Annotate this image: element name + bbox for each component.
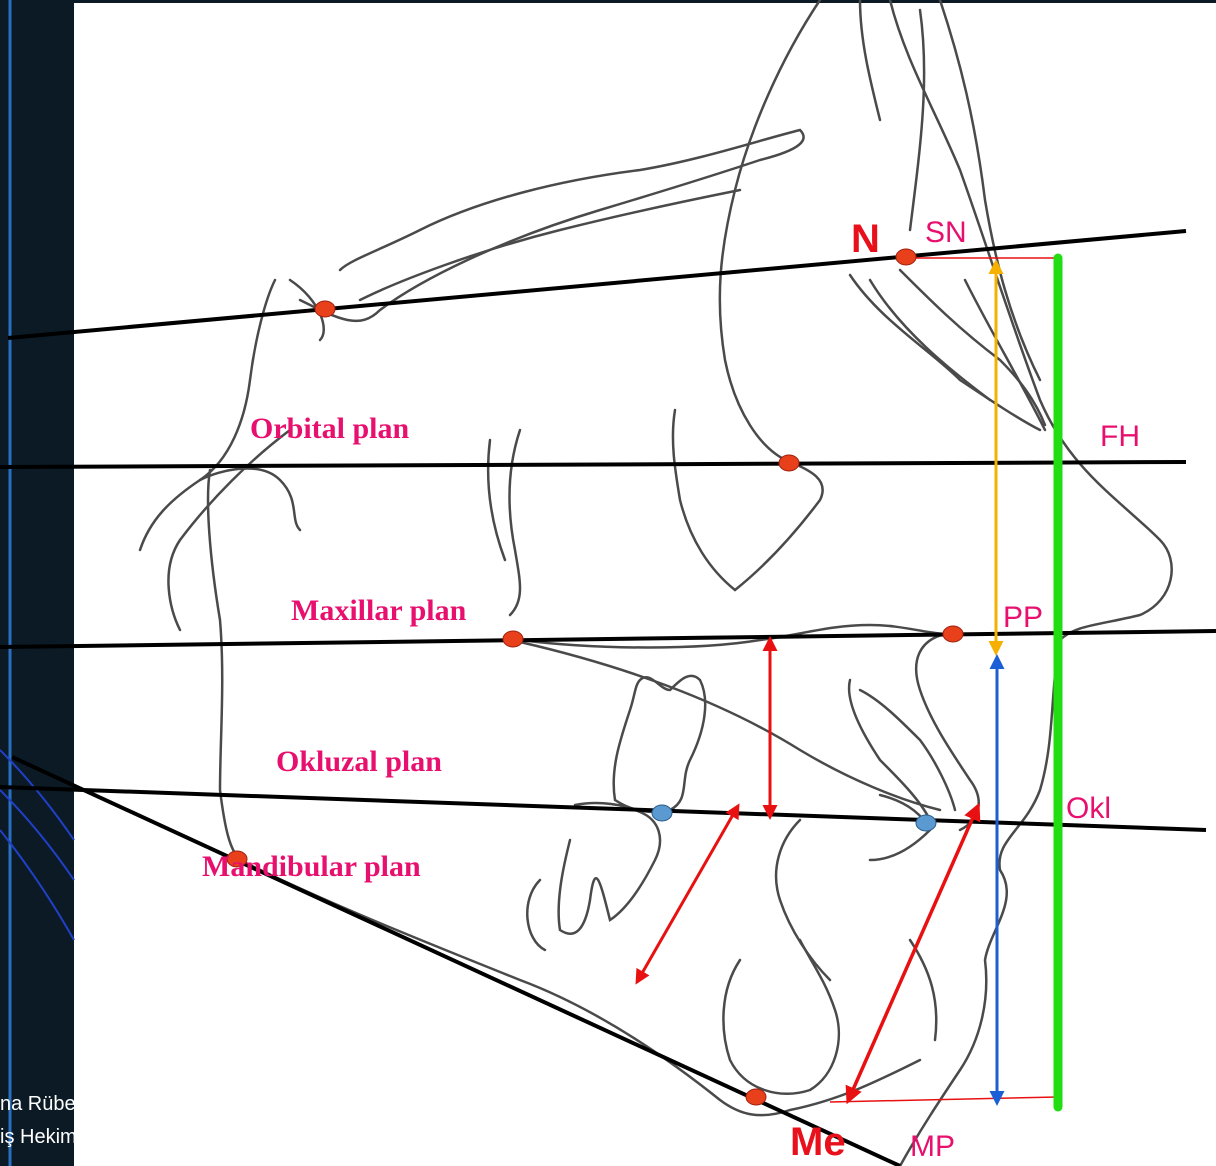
nasion-label: N: [851, 217, 880, 262]
sella-point: [315, 301, 335, 317]
orbitale-point: [779, 455, 799, 471]
landmark-points: [227, 249, 963, 1105]
red-arrow-okl-mp-left: [637, 806, 738, 982]
menton-point: [746, 1089, 766, 1105]
footer-author: na Rübendiz: [0, 1093, 112, 1116]
nasion-point: [896, 249, 916, 265]
mandibular-plan-label: Mandibular plan: [202, 850, 421, 884]
mp-label: MP: [910, 1130, 955, 1164]
okl-label: Okl: [1066, 792, 1111, 826]
okluzal-plan-label: Okluzal plan: [276, 745, 442, 779]
reference-planes: [0, 231, 1216, 1166]
footer-faculty: iş Hekimliği Fakültesi: [0, 1126, 187, 1149]
me-horizontal-ref: [830, 1097, 1058, 1102]
sn-label: SN: [925, 216, 967, 250]
ans-point: [943, 626, 963, 642]
molar-occlusal-point: [652, 805, 672, 821]
pp-label: PP: [1003, 601, 1043, 635]
sn-plane-line: [8, 231, 1186, 338]
fh-label: FH: [1100, 420, 1140, 454]
okl-plane-line: [0, 787, 1206, 830]
fh-plane-line: [0, 462, 1186, 467]
skull-tracing: [140, 0, 1172, 1166]
red-arrow-okl-me: [848, 806, 978, 1101]
maxillar-plan-label: Maxillar plan: [291, 594, 466, 628]
menton-label: Me: [790, 1120, 846, 1165]
pns-point: [503, 631, 523, 647]
mp-plane-line: [12, 757, 900, 1166]
incisor-occlusal-point: [916, 815, 936, 831]
image-top-border: [74, 0, 1216, 3]
orbital-plan-label: Orbital plan: [250, 412, 409, 446]
